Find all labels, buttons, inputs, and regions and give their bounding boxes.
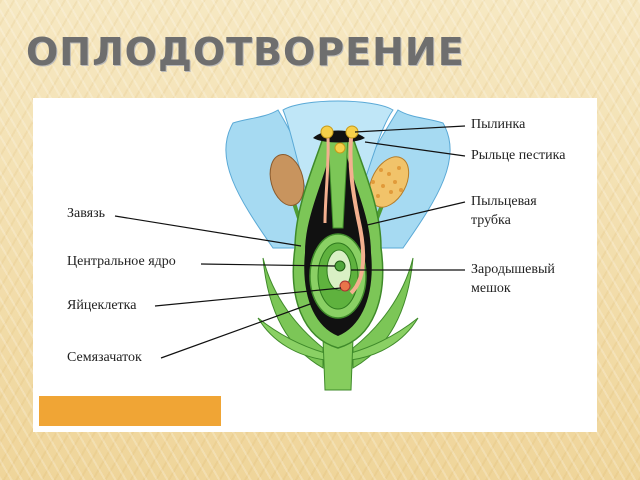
pollen-tube-left [323,137,330,224]
egg-cell [339,280,351,292]
pollen-grain-1 [320,125,334,139]
label-embryo-sac-2: мешок [471,281,511,296]
pollen-grain-3 [334,142,346,154]
leader-lines [114,125,466,359]
label-pollen-tube-1: Пыльцевая [471,194,537,209]
label-egg-cell: Яйцеклетка [67,298,137,313]
slide-title: ОПЛОДОТВОРЕНИЕ [26,30,465,74]
label-cover [39,396,221,426]
sepal-right [352,257,414,369]
label-embryo-sac-1: Зародышевый [471,262,555,277]
label-central-nucleus: Центральное ядро [67,254,176,269]
diagram-panel: Пылинка Рыльце пестика Пыльцевая трубка … [33,98,597,432]
anther-left [269,154,305,206]
flower-diagram [39,100,466,426]
label-ovary: Завязь [67,206,106,221]
pollen-dots [371,166,403,198]
pollen-tube [348,137,366,295]
central-nucleus [334,260,346,272]
label-stigma: Рыльце пестика [471,148,566,163]
label-anther: Пылинка [471,117,526,132]
label-pollen-tube-2: трубка [471,213,511,228]
label-ovule: Семязачаток [67,350,142,365]
